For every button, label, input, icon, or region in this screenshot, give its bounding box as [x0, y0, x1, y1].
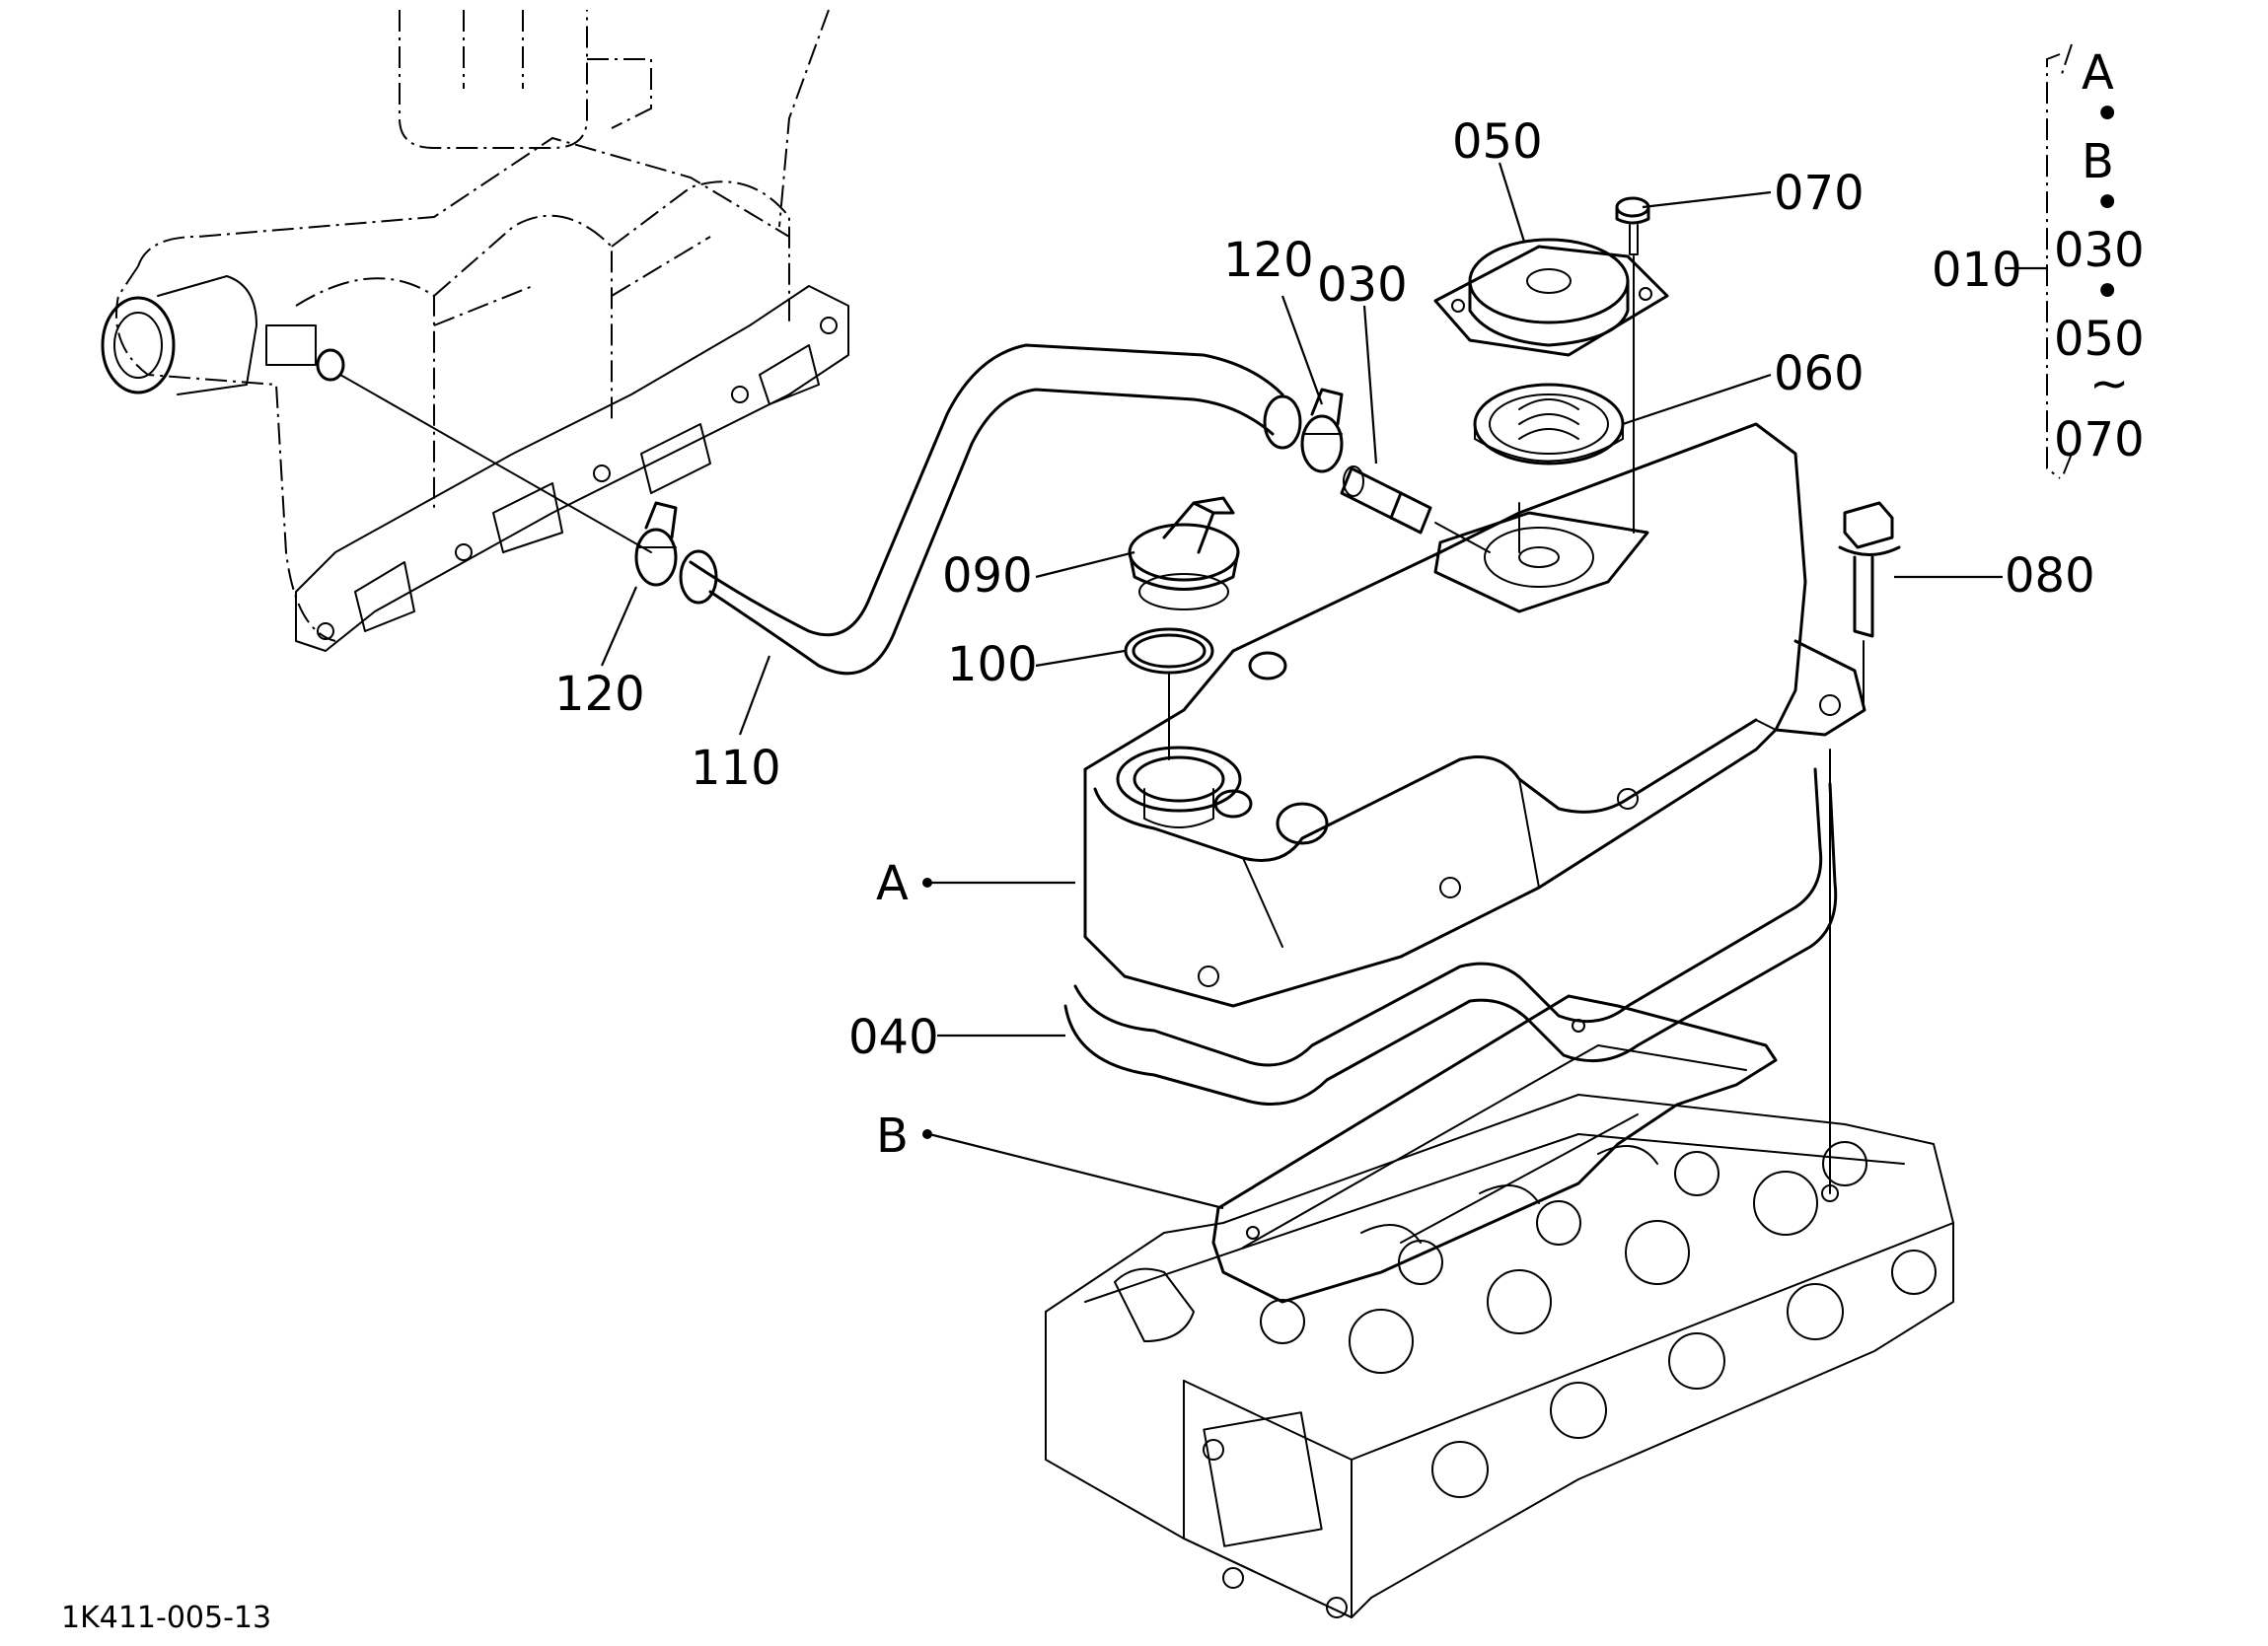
callout-120-top: 120	[1223, 233, 1314, 288]
kit-item-070: 070	[2054, 412, 2145, 467]
kit-legend: 010 A • B • 030 • 050 ~ 070	[1932, 43, 2145, 479]
callout-070: 070	[1774, 166, 1865, 221]
hose-clamp-lower	[634, 501, 678, 587]
cylinder-head	[1045, 1094, 1954, 1618]
oil-filler-o-ring	[1124, 627, 1214, 760]
breather-pipe	[1340, 465, 1491, 553]
callout-110: 110	[691, 741, 781, 796]
callout-050: 050	[1452, 114, 1543, 170]
cover-bolt	[1829, 501, 1901, 1194]
callout-b: B	[876, 1109, 909, 1164]
kit-item-050: 050	[2054, 312, 2145, 367]
kit-item-b: B	[2082, 134, 2114, 189]
kit-label-010: 010	[1932, 243, 2022, 298]
intake-manifold-outline	[101, 9, 849, 652]
breather-hose	[679, 343, 1302, 676]
kit-item-a: A	[2082, 45, 2114, 101]
callout-100: 100	[947, 637, 1038, 692]
head-plate	[1211, 994, 1778, 1304]
kit-separator-3: •	[2093, 264, 2121, 320]
breather-cover	[1433, 238, 1669, 357]
callout-090: 090	[942, 548, 1033, 604]
kit-range-symbol: ~	[2089, 356, 2129, 411]
kit-separator-2: •	[2093, 176, 2121, 231]
breather-diaphragm	[1473, 383, 1625, 465]
oil-filler-cap	[1128, 496, 1240, 610]
kit-item-030: 030	[2054, 223, 2145, 278]
head-cover-gasket	[1063, 767, 1838, 1106]
hose-clamp-upper	[1300, 388, 1344, 473]
callout-080: 080	[2005, 548, 2095, 604]
callout-leaders	[600, 162, 2003, 1210]
reference-dot-b	[922, 1129, 932, 1139]
callout-a: A	[876, 856, 909, 911]
drawing-number: 1K411-005-13	[61, 1601, 271, 1635]
callout-040: 040	[848, 1010, 939, 1065]
callout-060: 060	[1774, 346, 1865, 401]
cylinder-head-cover	[1083, 422, 1866, 1008]
reference-dot-a	[922, 878, 932, 888]
kit-separator-1: •	[2093, 87, 2121, 142]
callout-120-bottom: 120	[554, 667, 645, 722]
callout-030: 030	[1317, 257, 1408, 313]
cover-screw	[1615, 196, 1650, 534]
hose-route-leader	[339, 374, 652, 553]
